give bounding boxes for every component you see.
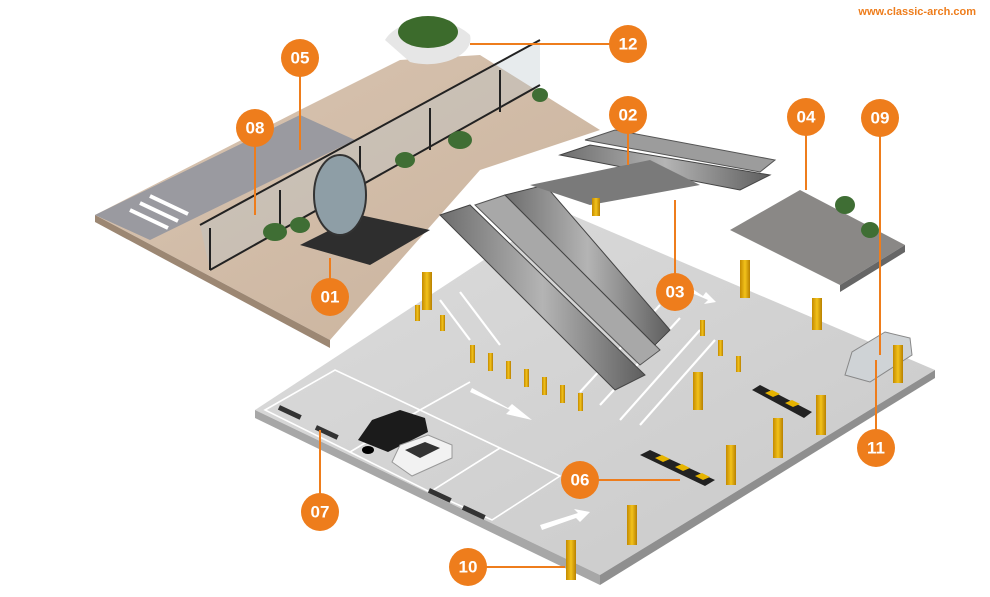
- escalator-lower: [439, 184, 671, 391]
- callout-02-marker: [609, 96, 647, 134]
- callout-02: 02: [609, 96, 647, 134]
- callout-07: 07: [301, 493, 339, 531]
- callout-08-label: 08: [246, 119, 265, 138]
- callout-05: 05: [281, 39, 319, 77]
- callout-10: 10: [449, 548, 487, 586]
- callout-03: 03: [656, 273, 694, 311]
- bollards: [415, 198, 903, 580]
- callout-06: 06: [561, 461, 599, 499]
- callout-10-marker: [449, 548, 487, 586]
- black-car: [358, 410, 428, 454]
- callout-03-marker: [656, 273, 694, 311]
- callout-12: 12: [609, 25, 647, 63]
- site-url: www.classic-arch.com: [858, 6, 976, 18]
- planter: [385, 16, 471, 65]
- crosswalk: [129, 194, 189, 230]
- white-car: [391, 434, 453, 477]
- callout-08: 08: [236, 109, 274, 147]
- silver-car: [844, 331, 913, 383]
- callout-09-label: 09: [871, 109, 890, 128]
- callout-08-marker: [236, 109, 274, 147]
- plants: [263, 88, 879, 241]
- callout-10-label: 10: [459, 558, 478, 577]
- callout-07-marker: [301, 493, 339, 531]
- callout-05-marker: [281, 39, 319, 77]
- callout-05-label: 05: [291, 49, 310, 68]
- callout-01-marker: [311, 278, 349, 316]
- wheel-stops: [277, 405, 486, 520]
- callout-09-marker: [861, 99, 899, 137]
- escalator-upper: [530, 129, 777, 205]
- callout-01: 01: [311, 278, 349, 316]
- callout-06-marker: [561, 461, 599, 499]
- callout-11-label: 11: [867, 439, 885, 458]
- glass-facade: [199, 39, 541, 271]
- callout-01-label: 01: [321, 288, 340, 307]
- callout-07-label: 07: [311, 503, 330, 522]
- callout-04-label: 04: [797, 108, 816, 127]
- callout-11: 11: [857, 429, 895, 467]
- callout-11-marker: [857, 429, 895, 467]
- callout-12-label: 12: [619, 35, 638, 54]
- callout-12-marker: [609, 25, 647, 63]
- callout-04-marker: [787, 98, 825, 136]
- callout-04: 04: [787, 98, 825, 136]
- callout-06-label: 06: [571, 471, 590, 490]
- callout-03-label: 03: [666, 283, 685, 302]
- callout-09: 09: [861, 99, 899, 137]
- callout-02-label: 02: [619, 106, 638, 125]
- speed-bump-stripes: [655, 390, 800, 480]
- terrace: [730, 190, 905, 292]
